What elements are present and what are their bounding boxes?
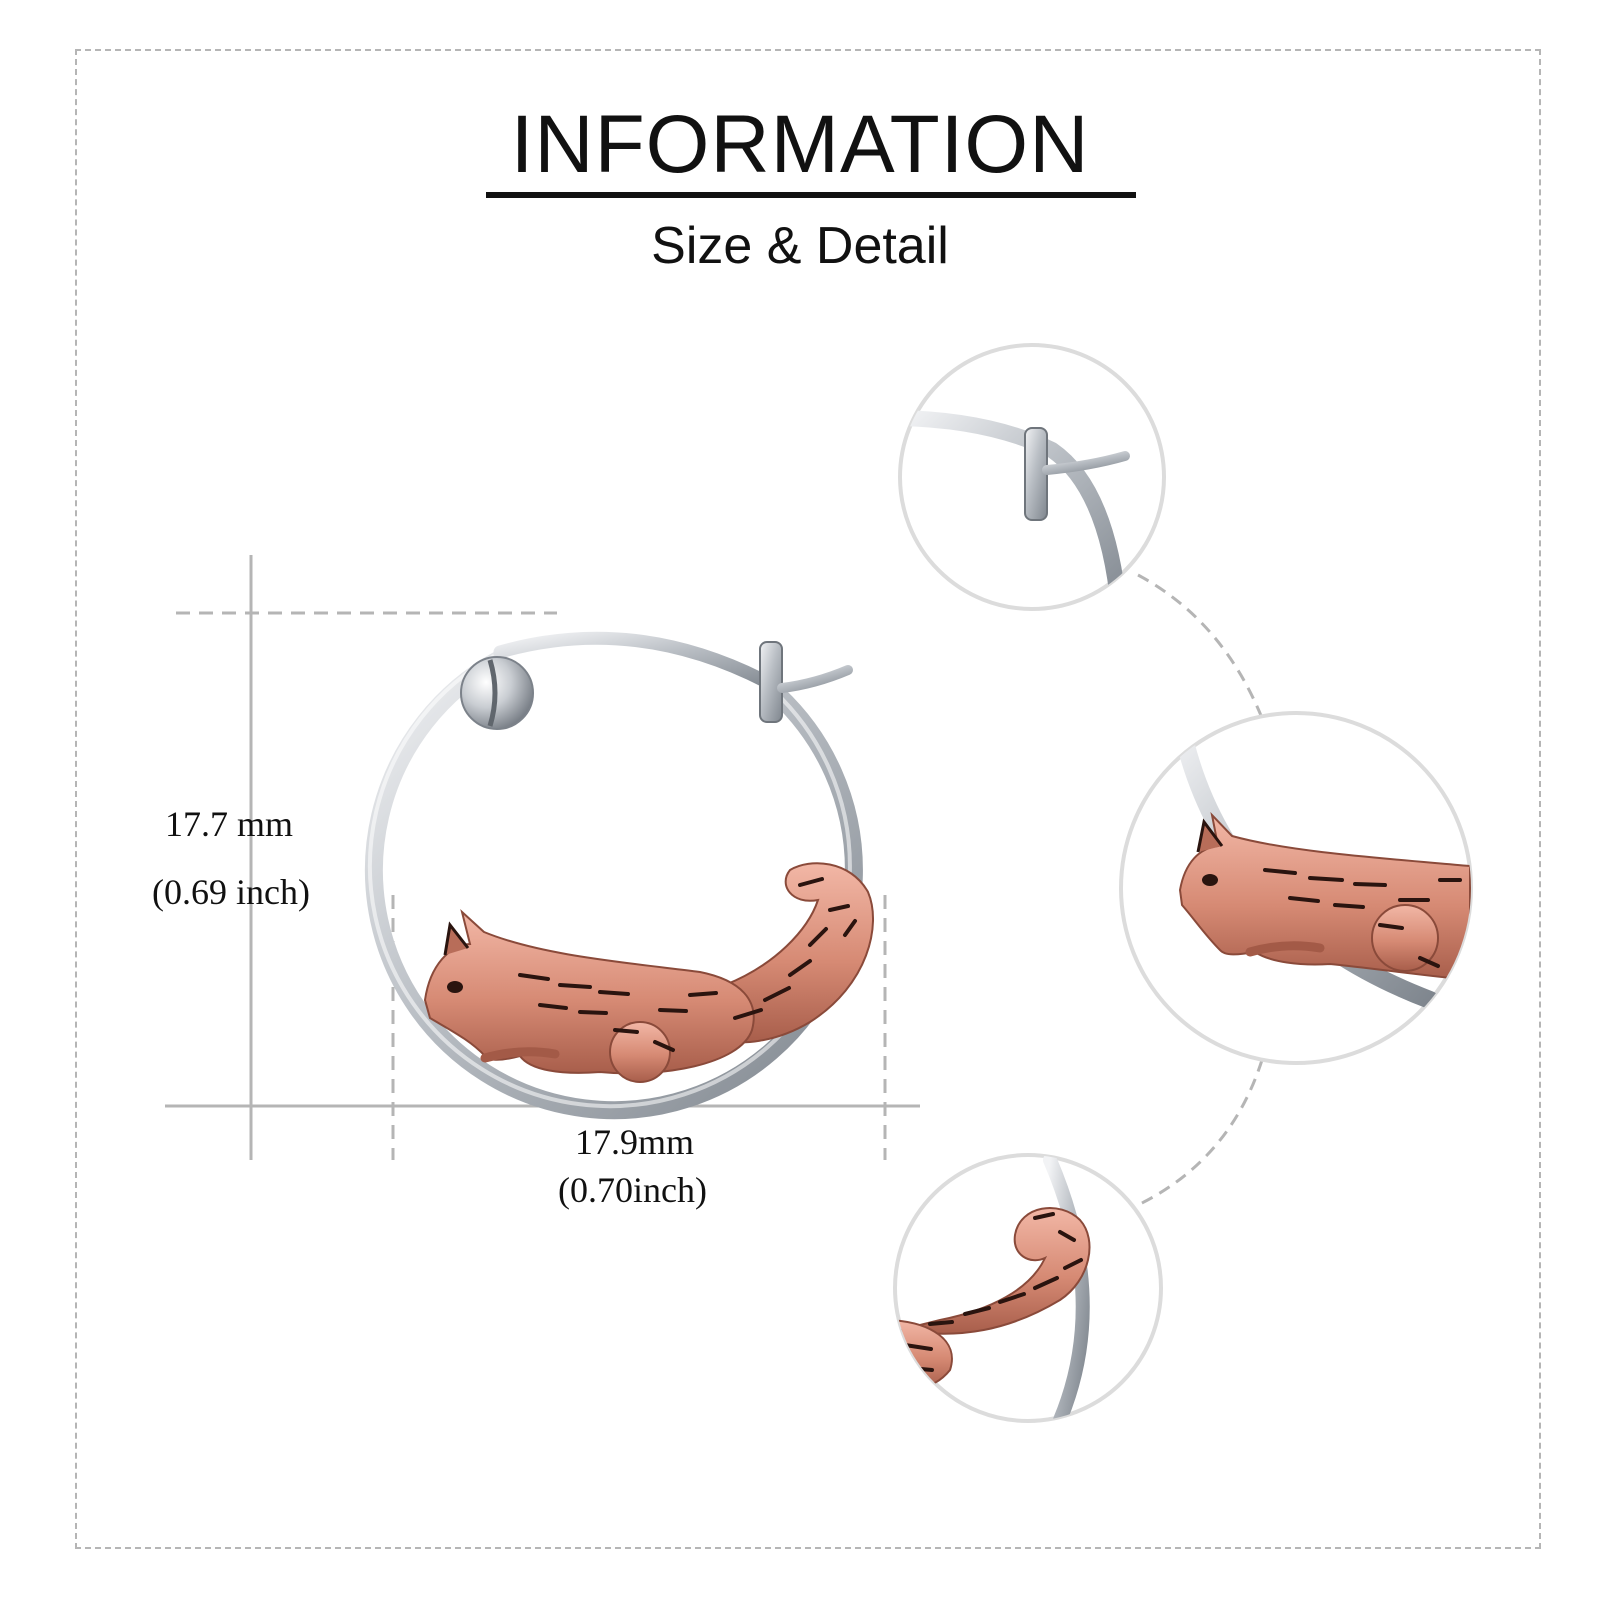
dashed-frame <box>75 49 1541 1549</box>
detail-circle-squirrel-tail <box>893 1153 1163 1423</box>
height-mm-label: 17.7 mm <box>165 804 294 844</box>
page-title: INFORMATION <box>510 99 1090 190</box>
title-underline <box>486 192 1136 198</box>
detail-circle-clasp <box>898 343 1166 611</box>
connector-top <box>1137 573 1264 719</box>
clasp-post <box>759 641 783 723</box>
squirrel-charm <box>423 862 875 1083</box>
page-subtitle: Size & Detail <box>651 217 949 275</box>
width-mm-label: 17.9mm <box>575 1122 695 1162</box>
connector-bottom <box>1137 1059 1264 1207</box>
hoop-earring <box>364 631 863 1120</box>
height-inch-label: (0.69 inch) <box>152 872 310 912</box>
width-inch-label: (0.70inch) <box>558 1170 707 1210</box>
detail-circle-squirrel-body <box>1119 711 1473 1065</box>
